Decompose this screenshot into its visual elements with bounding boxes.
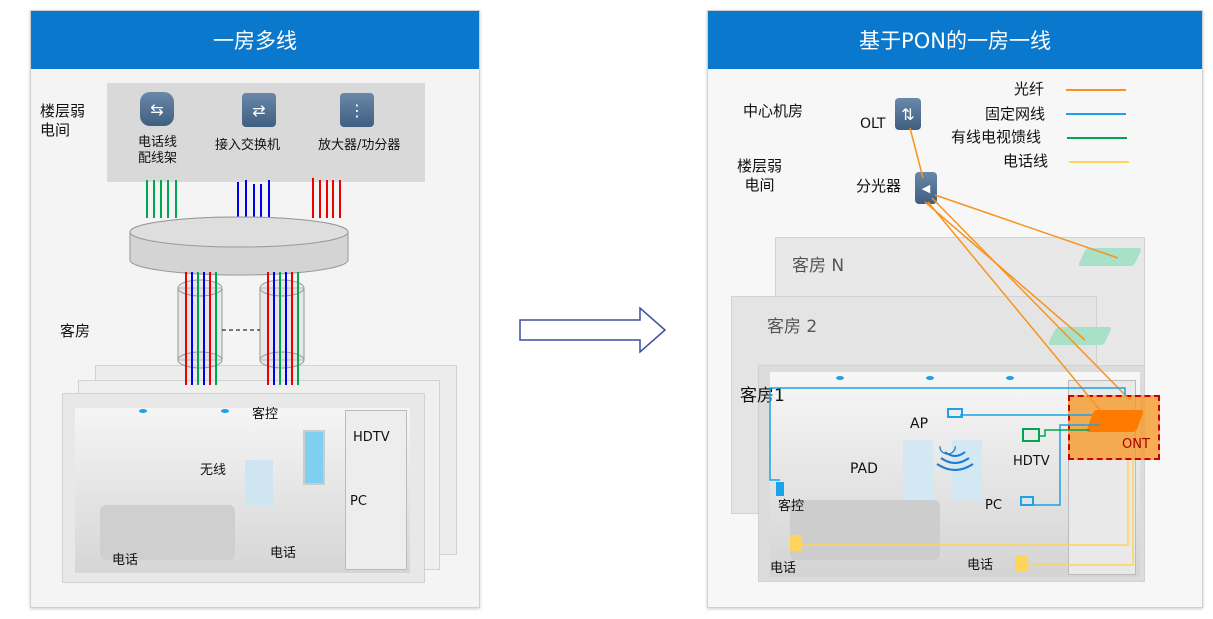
tv-icon (1022, 428, 1040, 442)
device-label: 接入交换机 (215, 138, 281, 153)
label-phone: 电话 (967, 558, 994, 573)
legend-label: 固定网线 (985, 105, 1046, 123)
room-1-label: 客房1 (740, 386, 785, 406)
center-room-label: 中心机房 (743, 102, 804, 120)
splitter-label: 分光器 (856, 177, 902, 195)
label-phone: 电话 (270, 546, 297, 561)
legend-line-phone (1069, 161, 1129, 163)
legend-line-fiber (1066, 89, 1126, 91)
window (903, 440, 933, 500)
left-title: 一房多线 (31, 11, 479, 69)
guest-room-label: 客房 (60, 322, 91, 340)
legend-line-network (1066, 113, 1126, 115)
label-pad: PAD (850, 461, 878, 477)
label-hdtv: HDTV (353, 430, 390, 445)
label-wireless: 无线 (200, 463, 227, 478)
olt-icon: ⇅ (895, 98, 921, 130)
legend-label: 有线电视馈线 (951, 128, 1042, 146)
label-phone: 电话 (112, 553, 139, 568)
device-label: 放大器/功分器 (318, 138, 401, 153)
phone-icon (1015, 555, 1027, 571)
wifi-icon: ◡ (938, 433, 958, 458)
label-ap: AP (910, 416, 929, 432)
switch-icon: ⇄ (242, 93, 276, 127)
wardrobe (345, 410, 407, 570)
phone-icon (790, 535, 802, 551)
bed (790, 500, 940, 560)
legend-label: 光纤 (1014, 80, 1045, 98)
label-pc: PC (985, 498, 1002, 513)
room-n-label: 客房 N (792, 256, 845, 276)
label-control: 客控 (252, 407, 279, 422)
ont-label: ONT (1122, 437, 1150, 452)
control-panel-icon (776, 482, 784, 496)
olt-label: OLT (860, 116, 886, 132)
left-floor-room-label: 楼层弱 电间 (40, 102, 86, 139)
bed (100, 505, 235, 560)
amplifier-icon: ⋮ (340, 93, 374, 127)
legend-label: 电话线 (1003, 152, 1049, 170)
right-title: 基于PON的一房一线 (708, 11, 1202, 69)
label-phone: 电话 (770, 561, 797, 576)
room-2-label: 客房 2 (767, 317, 818, 337)
device-label: 电话线 配线架 (138, 135, 178, 167)
label-control: 客控 (778, 499, 805, 514)
splitter-icon: ◀ (915, 172, 937, 204)
right-floor-room-label: 楼层弱 电间 (737, 157, 783, 194)
label-hdtv: HDTV (1013, 454, 1050, 469)
ap-icon (947, 408, 963, 418)
pc-icon (1020, 496, 1034, 506)
right-arrow-icon (519, 306, 667, 354)
label-pc: PC (350, 494, 367, 509)
tv-screen (303, 430, 325, 485)
window (245, 460, 273, 505)
wifi-waves-icon (936, 451, 974, 471)
legend-line-catv (1067, 137, 1127, 139)
distribution-frame-icon: ⇆ (140, 92, 174, 126)
